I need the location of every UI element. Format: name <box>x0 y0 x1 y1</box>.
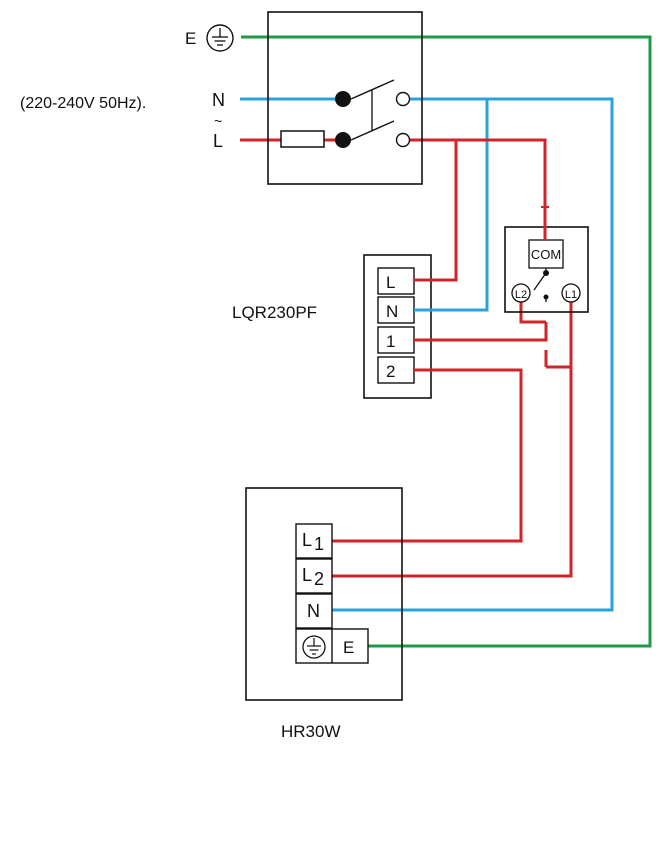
earth-wire <box>241 35 652 648</box>
thermostat-box <box>363 254 432 399</box>
heater-earth-symbol-icon <box>302 635 326 659</box>
heater-terminal-n: N <box>307 601 320 621</box>
earth-symbol-icon <box>206 24 234 52</box>
live-thermostat-wire <box>432 140 458 282</box>
live-tilde: ~ <box>214 113 222 129</box>
thermostat-1-wire <box>432 322 548 342</box>
heater-terminal-e: E <box>343 638 354 657</box>
relay-com-label: COM <box>531 247 561 262</box>
relay-l2-label: L2 <box>515 289 527 301</box>
live-label: L <box>213 131 223 151</box>
isolator-switch <box>267 11 423 185</box>
thermostat-2-wire <box>332 368 523 543</box>
relay-l1-label: L1 <box>565 289 577 301</box>
neutral-thermostat-wire <box>432 99 489 312</box>
heater-terminal-l2-sub: 2 <box>314 569 324 589</box>
thermostat-terminal-2: 2 <box>386 362 395 381</box>
neutral-label: N <box>212 90 225 110</box>
heater-box <box>245 487 403 701</box>
thermostat-terminal-n: N <box>386 302 398 321</box>
heater-terminal-l2-letter: L <box>302 565 312 585</box>
heater-terminal-l1-sub: 1 <box>314 534 324 554</box>
thermostat-terminal-l: L <box>386 273 395 292</box>
relay-box <box>504 206 589 313</box>
thermostat-model: LQR230PF <box>232 303 317 322</box>
relay-l1-wire <box>332 300 573 578</box>
heater-model: HR30W <box>281 722 341 741</box>
supply-voltage-label: (220-240V 50Hz). <box>20 95 146 112</box>
relay-l2-wire <box>519 300 546 324</box>
heater-terminal-l1-letter: L <box>302 530 312 550</box>
live-out-wire <box>410 138 547 207</box>
earth-label: E <box>185 29 196 48</box>
fuse-icon <box>280 130 325 148</box>
thermostat-terminal-1: 1 <box>386 332 395 351</box>
neutral-heater-wire <box>332 97 614 612</box>
